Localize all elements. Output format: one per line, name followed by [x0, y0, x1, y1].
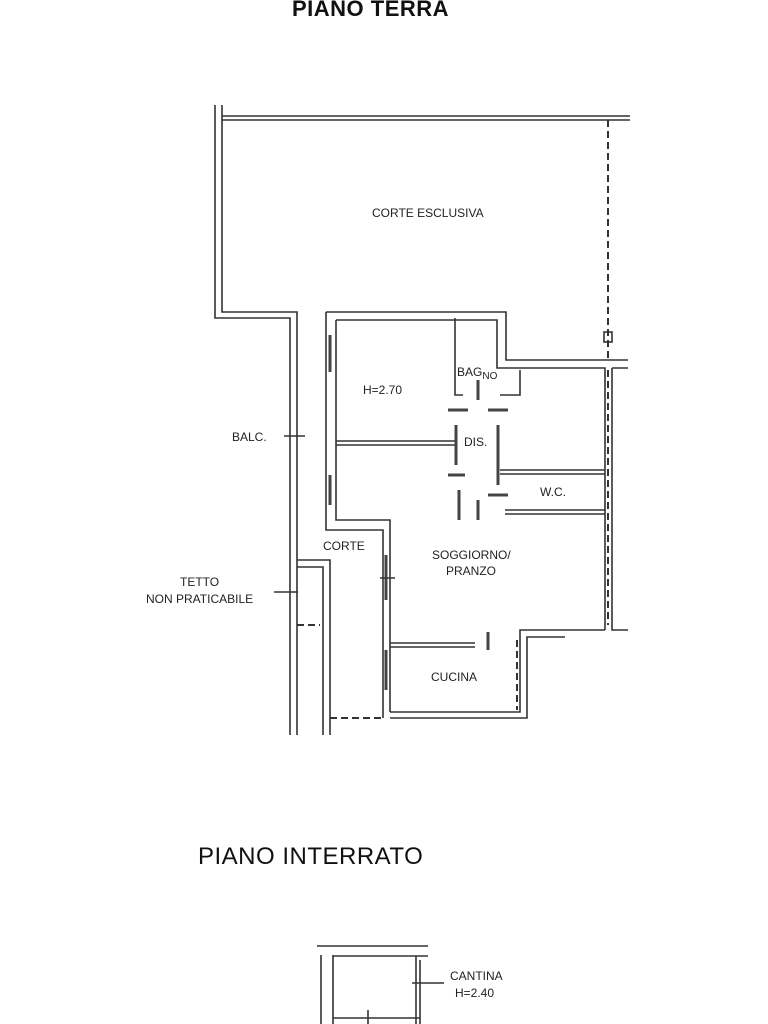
- label-dis: DIS.: [464, 435, 487, 449]
- basement-title: PIANO INTERRATO: [198, 843, 424, 870]
- label-wc: W.C.: [540, 485, 566, 499]
- room-labels: CORTE ESCLUSIVA H=2.70 BAGNO BALC. DIS. …: [146, 206, 566, 1000]
- label-bagno: BAGNO: [457, 365, 498, 382]
- label-height-basement: H=2.40: [455, 986, 494, 1000]
- label-corte-esclusiva: CORTE ESCLUSIVA: [372, 206, 484, 220]
- label-soggiorno: SOGGIORNO/: [432, 548, 511, 562]
- label-height-ground: H=2.70: [363, 383, 402, 397]
- label-cantina: CANTINA: [450, 969, 503, 983]
- label-pranzo: PRANZO: [446, 564, 496, 578]
- label-tetto: TETTO: [180, 575, 219, 589]
- ground-floor-title: PIANO TERRA: [292, 0, 450, 21]
- label-cucina: CUCINA: [431, 670, 477, 684]
- basement-walls: [317, 945, 444, 1024]
- label-balc: BALC.: [232, 430, 267, 444]
- label-corte: CORTE: [323, 539, 365, 553]
- walls: [214, 105, 630, 735]
- label-non-praticabile: NON PRATICABILE: [146, 592, 253, 606]
